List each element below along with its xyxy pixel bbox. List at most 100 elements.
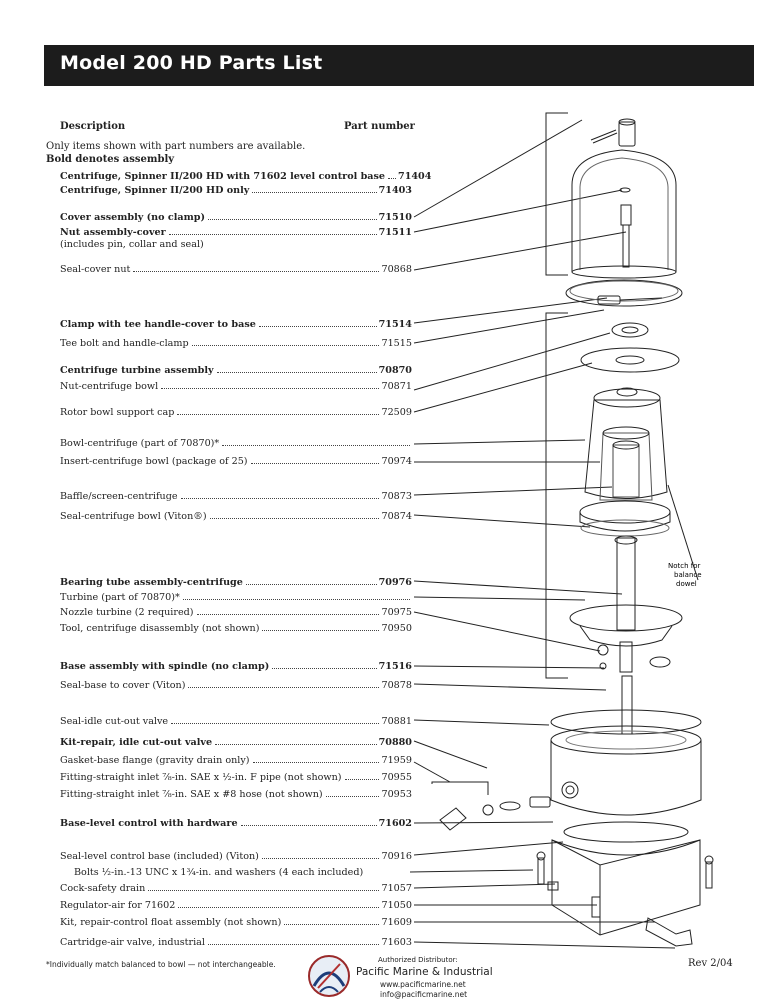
part-number: 70870 bbox=[378, 365, 412, 376]
safety-drain bbox=[547, 881, 559, 891]
leader-71404 bbox=[413, 119, 583, 218]
clamp bbox=[565, 279, 683, 307]
dot-leader bbox=[209, 518, 380, 519]
part-description: Fitting-straight inlet ⅞-in. SAE x #8 ho… bbox=[60, 789, 323, 800]
nut-assembly-note: (includes pin, collar and seal) bbox=[60, 239, 204, 250]
part-number: 71603 bbox=[381, 937, 412, 948]
dot-leader bbox=[250, 463, 380, 464]
dot-leader bbox=[388, 178, 397, 179]
part-description: Fitting-straight inlet ⅞-in. SAE x ½-in.… bbox=[60, 772, 342, 783]
dot-leader bbox=[262, 630, 380, 631]
leader-bowl bbox=[413, 439, 586, 445]
part-number: 70950 bbox=[381, 623, 412, 634]
leader-71959 bbox=[413, 761, 451, 783]
dot-leader bbox=[252, 192, 377, 193]
baffle-screen bbox=[612, 444, 640, 498]
part-description: Clamp with tee handle-cover to base bbox=[60, 319, 256, 330]
leader-71057 bbox=[413, 883, 556, 889]
part-number: 70878 bbox=[381, 680, 412, 691]
part-number: 70916 bbox=[381, 851, 412, 862]
dot-leader bbox=[196, 614, 380, 615]
spindle bbox=[621, 675, 633, 735]
base-seal-ring bbox=[550, 709, 702, 735]
distributor-block: Authorized Distributor: Pacific Marine &… bbox=[300, 950, 500, 1000]
part-number: 71602 bbox=[378, 818, 412, 829]
parts-row: Seal-centrifuge bowl (Viton®)70874 bbox=[60, 510, 412, 523]
part-description: Nut-centrifuge bowl bbox=[60, 381, 159, 392]
distributor-name: Pacific Marine & Industrial bbox=[356, 966, 493, 978]
leader-70873 bbox=[413, 486, 613, 496]
part-number: 70871 bbox=[381, 381, 412, 392]
air-valve-cartridge bbox=[645, 917, 693, 947]
part-number: 70955 bbox=[381, 772, 412, 783]
cover-nut bbox=[618, 121, 636, 147]
dot-leader bbox=[252, 762, 380, 763]
part-description: Seal-base to cover (Viton) bbox=[60, 680, 186, 691]
turbine-bracket bbox=[545, 312, 568, 679]
dot-leader bbox=[261, 858, 380, 859]
dot-leader bbox=[258, 326, 377, 327]
leader-70868 bbox=[413, 231, 627, 271]
idle-valve-kit bbox=[439, 807, 467, 831]
leader-notch bbox=[667, 484, 699, 581]
leader-70916 bbox=[413, 841, 564, 856]
parts-row: Nozzle turbine (2 required)70975 bbox=[60, 606, 412, 619]
dot-leader bbox=[222, 445, 410, 446]
dot-leader bbox=[161, 388, 380, 389]
dot-leader bbox=[182, 599, 410, 600]
dot-leader bbox=[325, 796, 380, 797]
parts-row: Insert-centrifuge bowl (package of 25)70… bbox=[60, 455, 412, 468]
leader-70874 bbox=[413, 514, 591, 528]
part-description: Nozzle turbine (2 required) bbox=[60, 607, 194, 618]
distributor-email[interactable]: info@pacificmarine.net bbox=[380, 990, 468, 999]
air-regulator bbox=[591, 896, 601, 918]
part-description: Bearing tube assembly-centrifuge bbox=[60, 577, 243, 588]
support-cap bbox=[580, 347, 680, 373]
part-number: 71511 bbox=[378, 227, 412, 238]
dot-leader bbox=[240, 825, 377, 826]
parts-row: Bowl-centrifuge (part of 70870)* bbox=[60, 437, 412, 450]
distributor-website[interactable]: www.pacificmarine.net bbox=[380, 980, 466, 989]
part-number: 70881 bbox=[381, 716, 412, 727]
part-number: 70868 bbox=[381, 264, 412, 275]
bowl-nut bbox=[611, 322, 649, 338]
dot-leader bbox=[272, 668, 377, 669]
parts-row: Seal-base to cover (Viton) 70878 bbox=[60, 679, 412, 692]
part-number: 70953 bbox=[381, 789, 412, 800]
notch-label-1: Notch for bbox=[668, 562, 701, 570]
part-description: Gasket-base flange (gravity drain only) bbox=[60, 755, 250, 766]
part-description: Tee bolt and handle-clamp bbox=[60, 338, 189, 349]
part-number: 71057 bbox=[381, 883, 412, 894]
part-description: Cock-safety drain bbox=[60, 883, 146, 894]
dot-leader bbox=[148, 890, 380, 891]
leader-70878 bbox=[413, 683, 607, 691]
part-number: 71959 bbox=[381, 755, 412, 766]
notch-label-2: balance bbox=[674, 571, 702, 579]
level-control-base bbox=[551, 839, 701, 936]
parts-row: Gasket-base flange (gravity drain only) 7… bbox=[60, 754, 412, 767]
leader-70975 bbox=[413, 611, 601, 652]
dot-leader bbox=[284, 924, 380, 925]
availability-note: Only items shown with part numbers are a… bbox=[46, 141, 306, 152]
base-assembly bbox=[550, 740, 702, 816]
part-number: 71514 bbox=[378, 319, 412, 330]
authorized-label: Authorized Distributor: bbox=[378, 956, 458, 964]
dot-leader bbox=[177, 414, 380, 415]
nozzle bbox=[597, 644, 609, 656]
leader-70881 bbox=[413, 719, 550, 726]
parts-row: Cock-safety drain 71057 bbox=[60, 882, 412, 895]
level-control-seal bbox=[563, 821, 689, 843]
parts-row: Cover assembly (no clamp)71510 bbox=[60, 211, 412, 224]
leader-71516 bbox=[413, 665, 605, 669]
part-description: Base-level control with hardware bbox=[60, 818, 238, 829]
part-number: 71510 bbox=[378, 212, 412, 223]
part-description: Rotor bowl support cap bbox=[60, 407, 175, 418]
